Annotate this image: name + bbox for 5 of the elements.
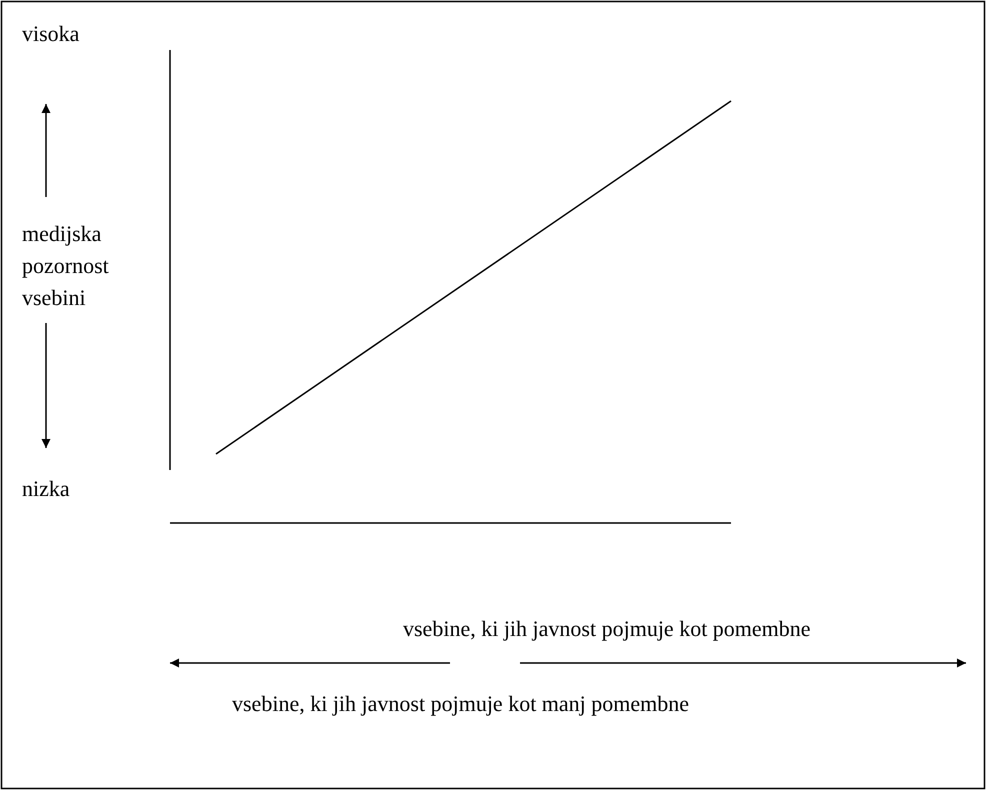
axis-label: nizka [22, 475, 70, 503]
axis-title: medijska pozornost vsebini [22, 220, 110, 312]
axis-note: vsebine, ki jih javnost pojmuje kot manj pomembne [232, 690, 690, 718]
axis-note: vsebine, ki jih javnost pojmuje kot pomembne [403, 615, 811, 643]
axis-label: visoka [22, 20, 80, 48]
